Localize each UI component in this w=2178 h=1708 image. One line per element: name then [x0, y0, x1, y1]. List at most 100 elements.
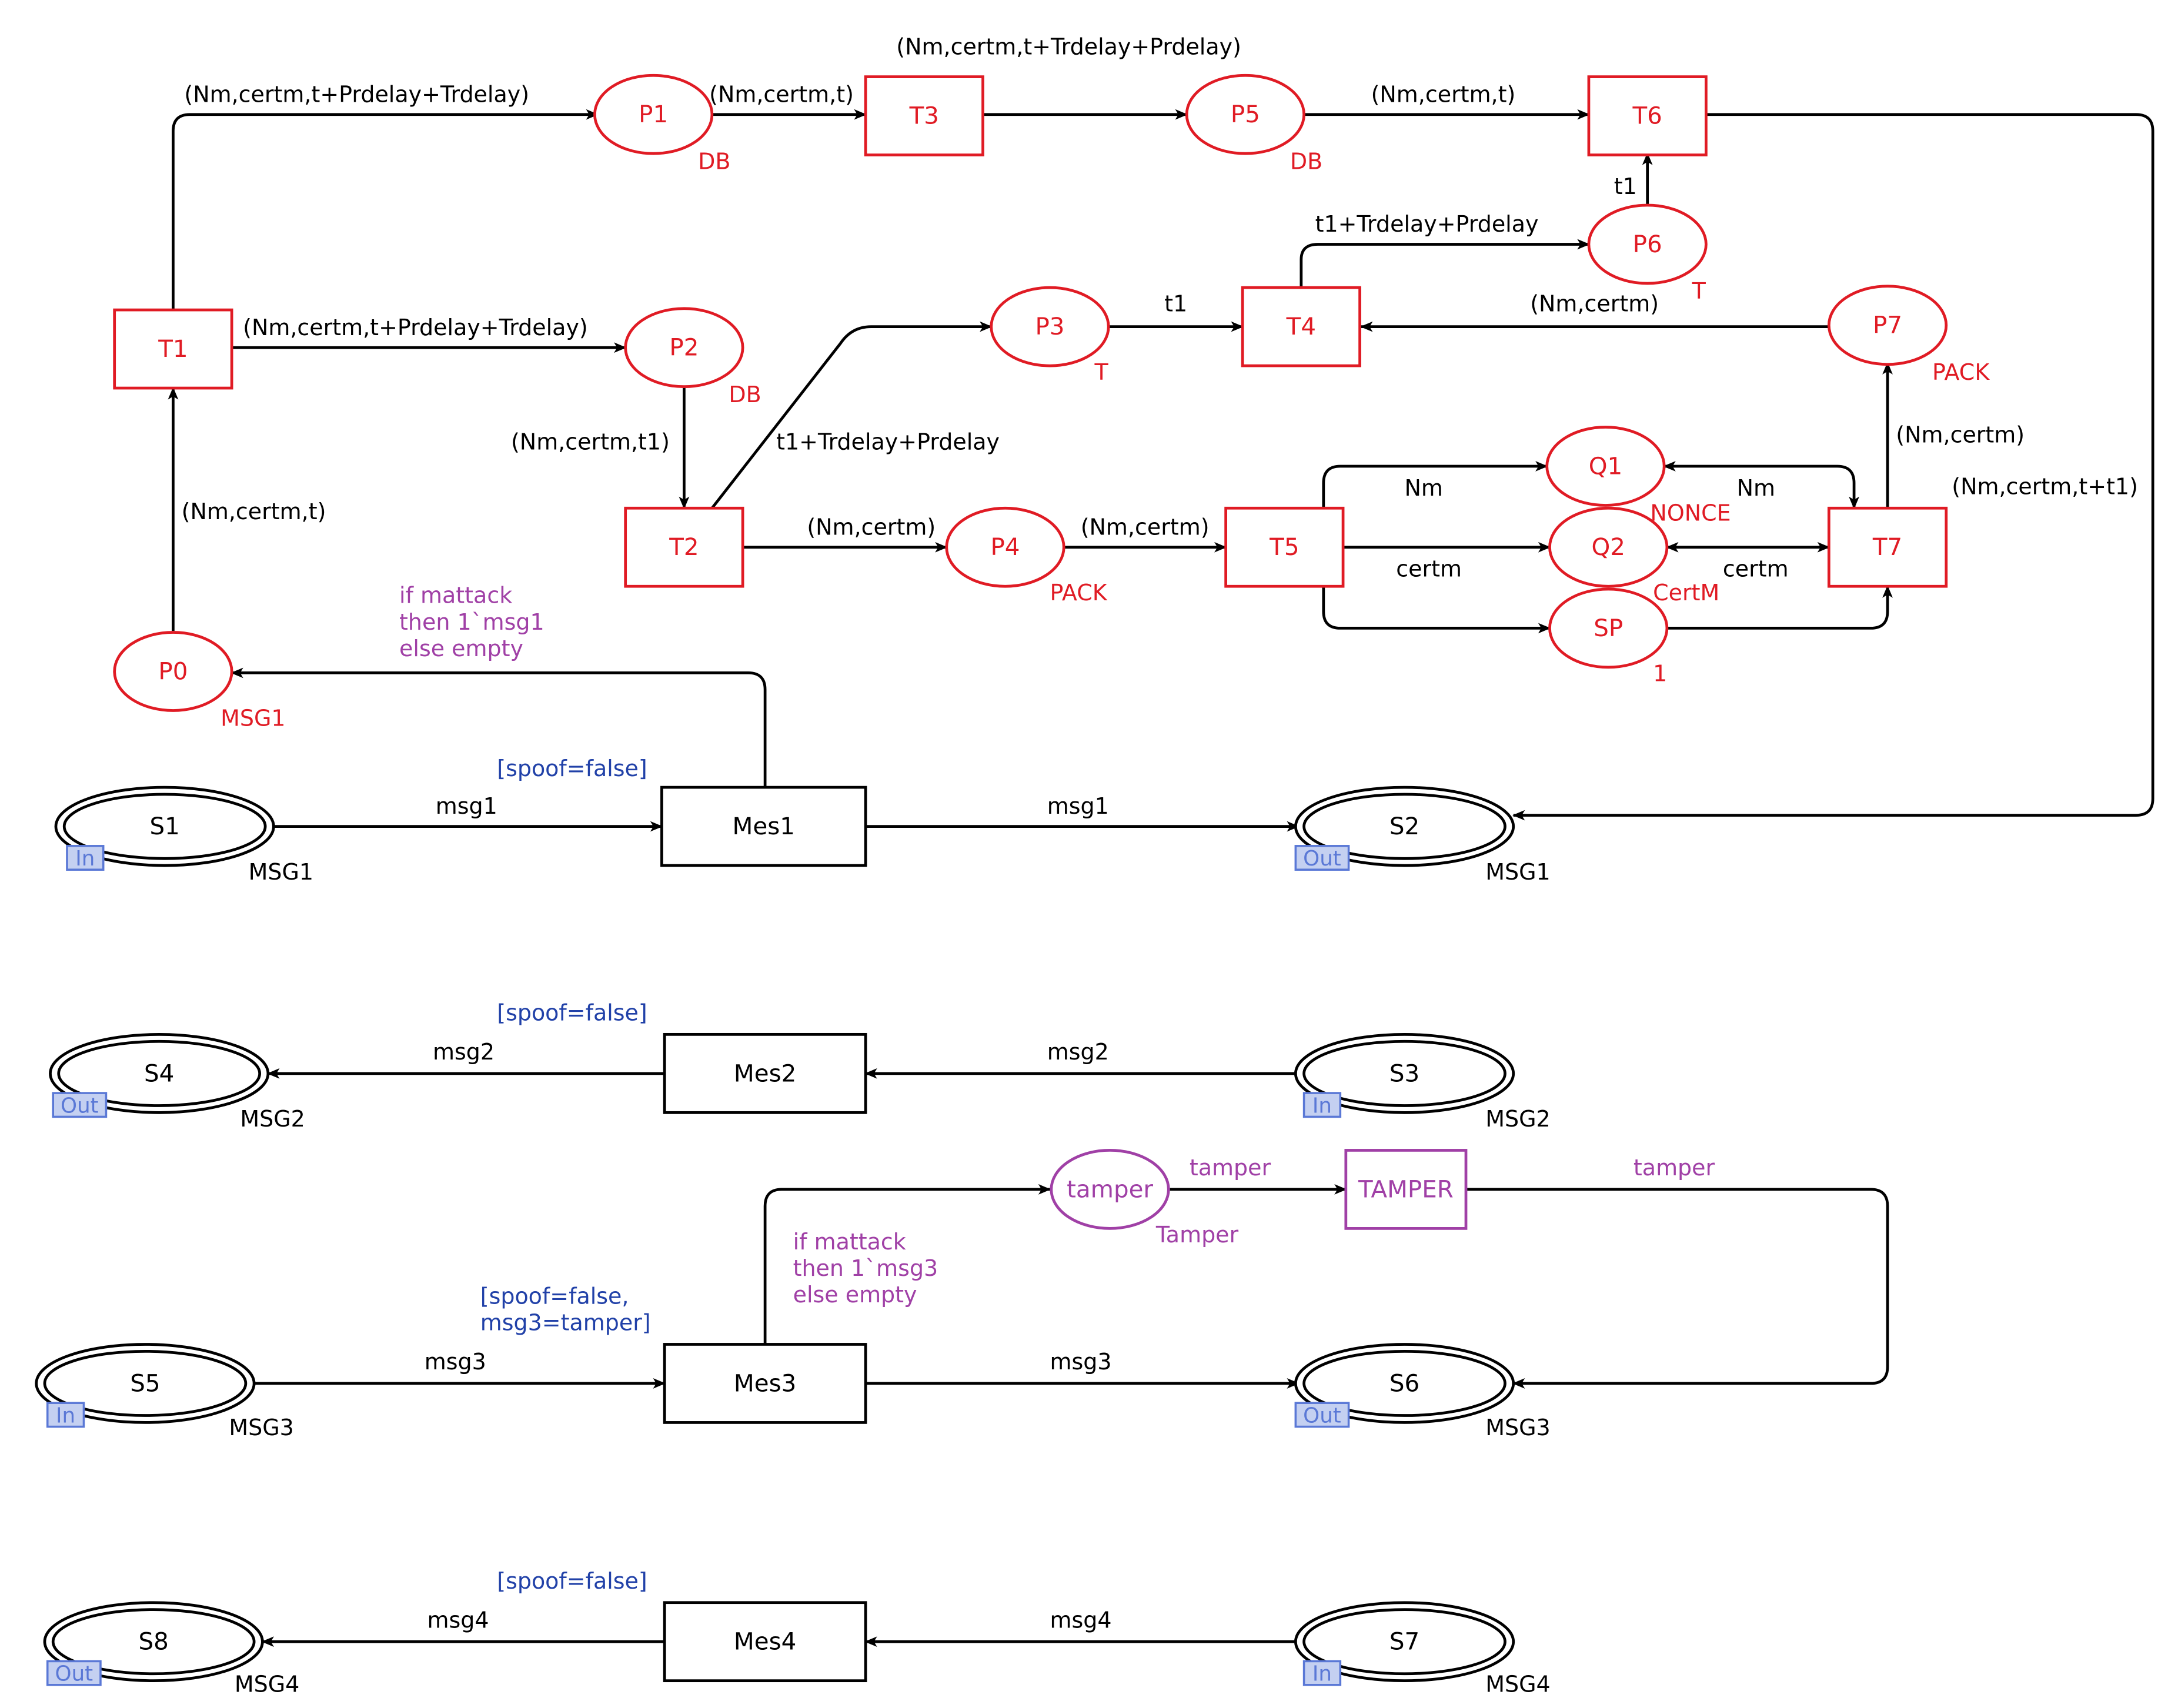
sockets [35, 786, 1515, 1683]
socket-s4-name: S4 [144, 1059, 174, 1087]
label-t1-p2: (Nm,certm,t+Prdelay+Trdelay) [243, 315, 588, 340]
label-s7-mes4: msg4 [1050, 1607, 1111, 1633]
transition-t2-name: T2 [669, 533, 699, 561]
transition-t7-name: T7 [1872, 533, 1902, 561]
transition-tamper[interactable] [1344, 1149, 1468, 1230]
label-mes3-tamper-line2: then 1`msg3 [793, 1255, 938, 1281]
arcs [168, 109, 2154, 1647]
port-tag-s7: In [1312, 1662, 1332, 1686]
transition-t4-name: T4 [1286, 313, 1316, 340]
place-p5-name: P5 [1231, 101, 1260, 128]
label-mes1-p0-line2: then 1`msg1 [399, 609, 544, 635]
place-tamper[interactable] [1050, 1149, 1170, 1230]
socket-s7[interactable] [1294, 1601, 1515, 1683]
place-p1[interactable] [593, 73, 714, 155]
transition-mes4-name: Mes4 [734, 1628, 796, 1656]
label-tamper-TAMPER: tamper [1190, 1155, 1271, 1181]
socket-s8-name: S8 [139, 1628, 169, 1656]
label-mes4-s8: msg4 [427, 1607, 489, 1633]
place-p2-type: DB [729, 382, 761, 407]
transition-t2[interactable] [624, 506, 744, 588]
transition-t3-name: T3 [909, 102, 939, 130]
transition-t6-name: T6 [1632, 102, 1662, 130]
place-p5-type: DB [1290, 148, 1322, 174]
label-p5-t6: (Nm,certm,t) [1371, 81, 1516, 107]
socket-s4-type: MSG2 [240, 1106, 305, 1132]
transition-mes1[interactable] [660, 786, 867, 867]
label-mes3-tamper-line1: if mattack [793, 1229, 906, 1255]
label-t6-s2: (Nm,certm,t+t1) [1952, 474, 2138, 500]
transition-mes1-name: Mes1 [733, 813, 795, 840]
transition-t5[interactable] [1224, 506, 1345, 588]
transition-mes4[interactable] [663, 1601, 867, 1683]
place-p6[interactable] [1587, 203, 1708, 285]
place-p2[interactable] [624, 307, 744, 389]
place-p5[interactable] [1185, 73, 1305, 155]
port-tag-texts: In Out In Out In Out In Out [55, 847, 1341, 1686]
place-p4-type: PACK [1050, 580, 1107, 606]
place-p6-type: T [1692, 278, 1706, 304]
socket-s5[interactable] [35, 1343, 256, 1424]
transition-t6[interactable] [1587, 75, 1708, 156]
place-tamper-name: tamper [1067, 1175, 1153, 1203]
places [113, 73, 1948, 712]
place-p7-type: PACK [1932, 359, 1990, 385]
label-t5-q2: certm [1396, 556, 1462, 582]
place-p7[interactable] [1827, 285, 1948, 366]
socket-s2[interactable] [1294, 786, 1515, 867]
place-q1[interactable] [1545, 426, 1666, 507]
place-p1-name: P1 [639, 101, 668, 128]
label-mes1-s2: msg1 [1047, 793, 1109, 819]
socket-s2-name: S2 [1389, 813, 1419, 840]
place-q2-type: CertM [1653, 580, 1719, 606]
label-mes1-p0: if mattack then 1`msg1 else empty [399, 583, 552, 661]
socket-s1[interactable] [54, 786, 275, 867]
label-mes3-s6: msg3 [1050, 1349, 1111, 1375]
label-q1-t7: Nm [1737, 475, 1775, 501]
socket-s3-name: S3 [1389, 1059, 1419, 1087]
label-q2-t7: certm [1723, 556, 1789, 582]
arc-t4-p6 [1300, 239, 1590, 288]
transition-t4[interactable] [1241, 286, 1361, 367]
place-p4[interactable] [945, 506, 1065, 588]
transition-t3[interactable] [864, 75, 984, 156]
label-t2-p3: t1+Trdelay+Prdelay [776, 429, 1000, 455]
socket-s5-type: MSG3 [229, 1415, 293, 1440]
guard-mes2: [spoof=false] [497, 1000, 647, 1026]
place-q2[interactable] [1548, 506, 1669, 588]
transition-mes2[interactable] [663, 1032, 867, 1114]
port-tag-s2: Out [1303, 847, 1341, 871]
place-p6-name: P6 [1633, 230, 1662, 258]
place-tamper-type: Tamper [1155, 1222, 1239, 1248]
place-sp[interactable] [1548, 587, 1669, 669]
place-p4-name: P4 [990, 533, 1020, 561]
arc-sp-t7 [1666, 585, 1893, 630]
socket-s2-type: MSG1 [1485, 859, 1550, 885]
guard-mes4: [spoof=false] [497, 1568, 647, 1594]
place-q1-name: Q1 [1589, 453, 1622, 480]
place-p0[interactable] [113, 631, 233, 712]
arc-q1-t7 [1663, 461, 1859, 510]
socket-s6[interactable] [1294, 1343, 1515, 1424]
arc-t1-p1 [172, 109, 599, 310]
port-tags [46, 845, 1350, 1686]
label-t4-p6: t1+Trdelay+Prdelay [1315, 211, 1539, 237]
place-p0-type: MSG1 [221, 706, 285, 731]
socket-s7-name: S7 [1389, 1628, 1419, 1656]
arc-inscriptions: (Nm,certm,t+Prdelay+Trdelay) (Nm,certm,t… [182, 34, 2138, 1633]
place-p3-type: T [1094, 359, 1108, 385]
transition-t7[interactable] [1827, 506, 1948, 588]
transition-mes3[interactable] [663, 1343, 867, 1424]
node-names-red: P0 P1 P2 P3 P4 P5 P6 P7 Q1 Q2 SP T1 T2 T… [158, 101, 1902, 685]
node-names-purple: tamper TAMPER [1067, 1175, 1454, 1203]
socket-s8-type: MSG4 [235, 1672, 299, 1697]
node-names-black: S1 S2 S3 S4 S5 S6 S7 S8 Mes1 Mes2 Mes3 M… [130, 813, 1419, 1656]
place-p3[interactable] [990, 286, 1110, 367]
socket-s3[interactable] [1294, 1032, 1515, 1114]
label-TAMPER-s6: tamper [1634, 1155, 1715, 1181]
place-q2-name: Q2 [1591, 533, 1625, 561]
label-t7-p7: (Nm,certm) [1896, 422, 2025, 448]
label-s3-mes2: msg2 [1047, 1039, 1109, 1065]
arc-t2-p3 [711, 321, 993, 509]
transition-t1[interactable] [113, 308, 233, 390]
